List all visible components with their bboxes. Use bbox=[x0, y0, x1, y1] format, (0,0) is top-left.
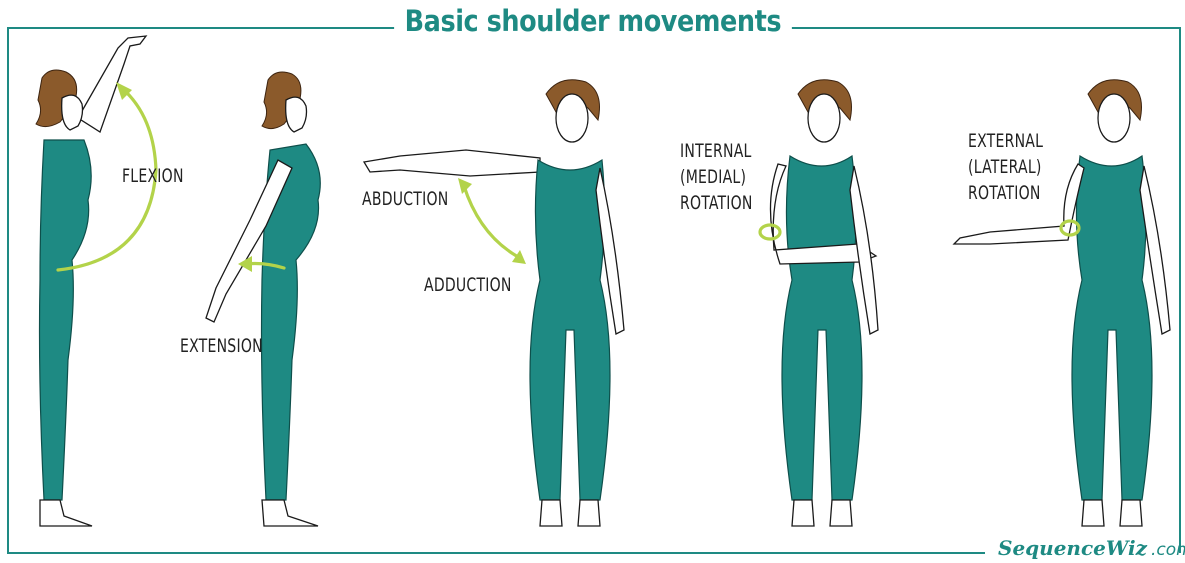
label-flexion: FLEXION bbox=[122, 163, 184, 189]
label-extension: EXTENSION bbox=[180, 333, 263, 359]
internal-rotation-arrow bbox=[760, 225, 780, 239]
figure-extension bbox=[206, 72, 320, 526]
label-external-rotation: EXTERNAL (LATERAL) ROTATION bbox=[968, 128, 1043, 206]
adduction-arrowhead bbox=[512, 250, 526, 264]
figure-flexion bbox=[36, 36, 146, 526]
label-internal-rotation: INTERNAL (MEDIAL) ROTATION bbox=[680, 138, 753, 216]
sequencewiz-logo: SequenceWiz.com bbox=[998, 536, 1185, 560]
logo-wordmark: SequenceWiz bbox=[998, 536, 1147, 560]
figure-abduction bbox=[364, 80, 624, 526]
figure-internal-rotation bbox=[770, 80, 878, 526]
abduction-adduction-arrow bbox=[464, 186, 520, 258]
label-abduction: ABDUCTION bbox=[362, 186, 448, 212]
label-adduction: ADDUCTION bbox=[424, 272, 512, 298]
logo-suffix: .com bbox=[1151, 540, 1185, 560]
